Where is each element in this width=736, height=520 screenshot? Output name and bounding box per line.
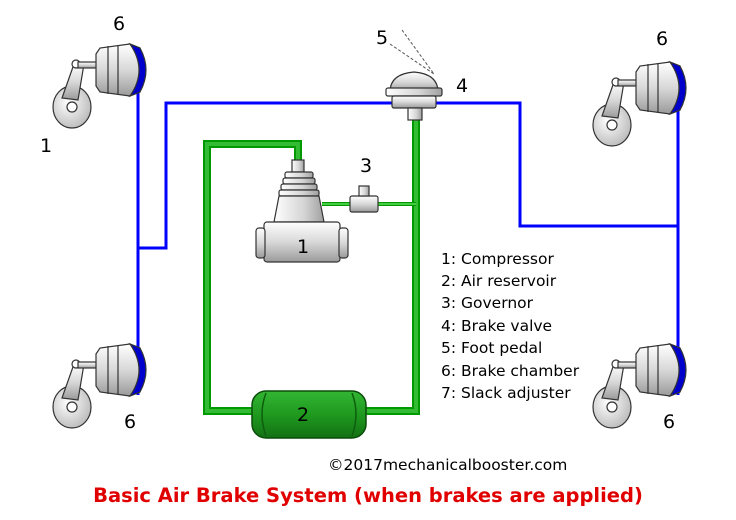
foot-pedal	[389, 29, 435, 75]
label-brake-valve: 4	[456, 75, 468, 97]
label-reservoir: 2	[297, 404, 309, 426]
label-wheel-bottom-right: 6	[663, 411, 675, 433]
air-brake-lines	[136, 78, 680, 395]
brake-valve	[385, 71, 443, 121]
legend-item: 5: Foot pedal	[441, 339, 542, 357]
label-compressor-callout: 1	[40, 135, 52, 157]
legend: 1: Compressor 2: Air reservoir 3: Govern…	[441, 250, 580, 402]
air-line-right	[420, 101, 678, 228]
reservoir-lines	[203, 118, 420, 415]
legend-item: 7: Slack adjuster	[441, 384, 571, 402]
copyright-text: ©2017mechanicalbooster.com	[328, 456, 567, 474]
legend-item: 3: Governor	[441, 294, 534, 312]
air-line-left-front	[136, 78, 420, 250]
label-wheel-top-left: 6	[113, 13, 125, 35]
legend-item: 2: Air reservoir	[441, 272, 557, 290]
legend-item: 6: Brake chamber	[441, 362, 580, 380]
label-wheel-bottom-left: 6	[124, 411, 136, 433]
diagram-caption: Basic Air Brake System (when brakes are …	[93, 484, 643, 507]
brake-chamber-top-right	[592, 60, 687, 147]
brake-chamber-top-left	[52, 42, 147, 129]
compressor	[255, 159, 349, 263]
legend-item: 4: Brake valve	[441, 317, 552, 335]
label-governor: 3	[360, 155, 372, 177]
legend-item: 1: Compressor	[441, 250, 554, 268]
governor	[349, 185, 379, 213]
brake-chamber-bottom-left	[52, 342, 147, 429]
label-compressor: 1	[297, 236, 309, 258]
brake-chamber-bottom-right	[592, 342, 687, 429]
air-reservoir	[251, 390, 367, 439]
label-wheel-top-right: 6	[656, 28, 668, 50]
label-foot-pedal: 5	[376, 27, 388, 49]
